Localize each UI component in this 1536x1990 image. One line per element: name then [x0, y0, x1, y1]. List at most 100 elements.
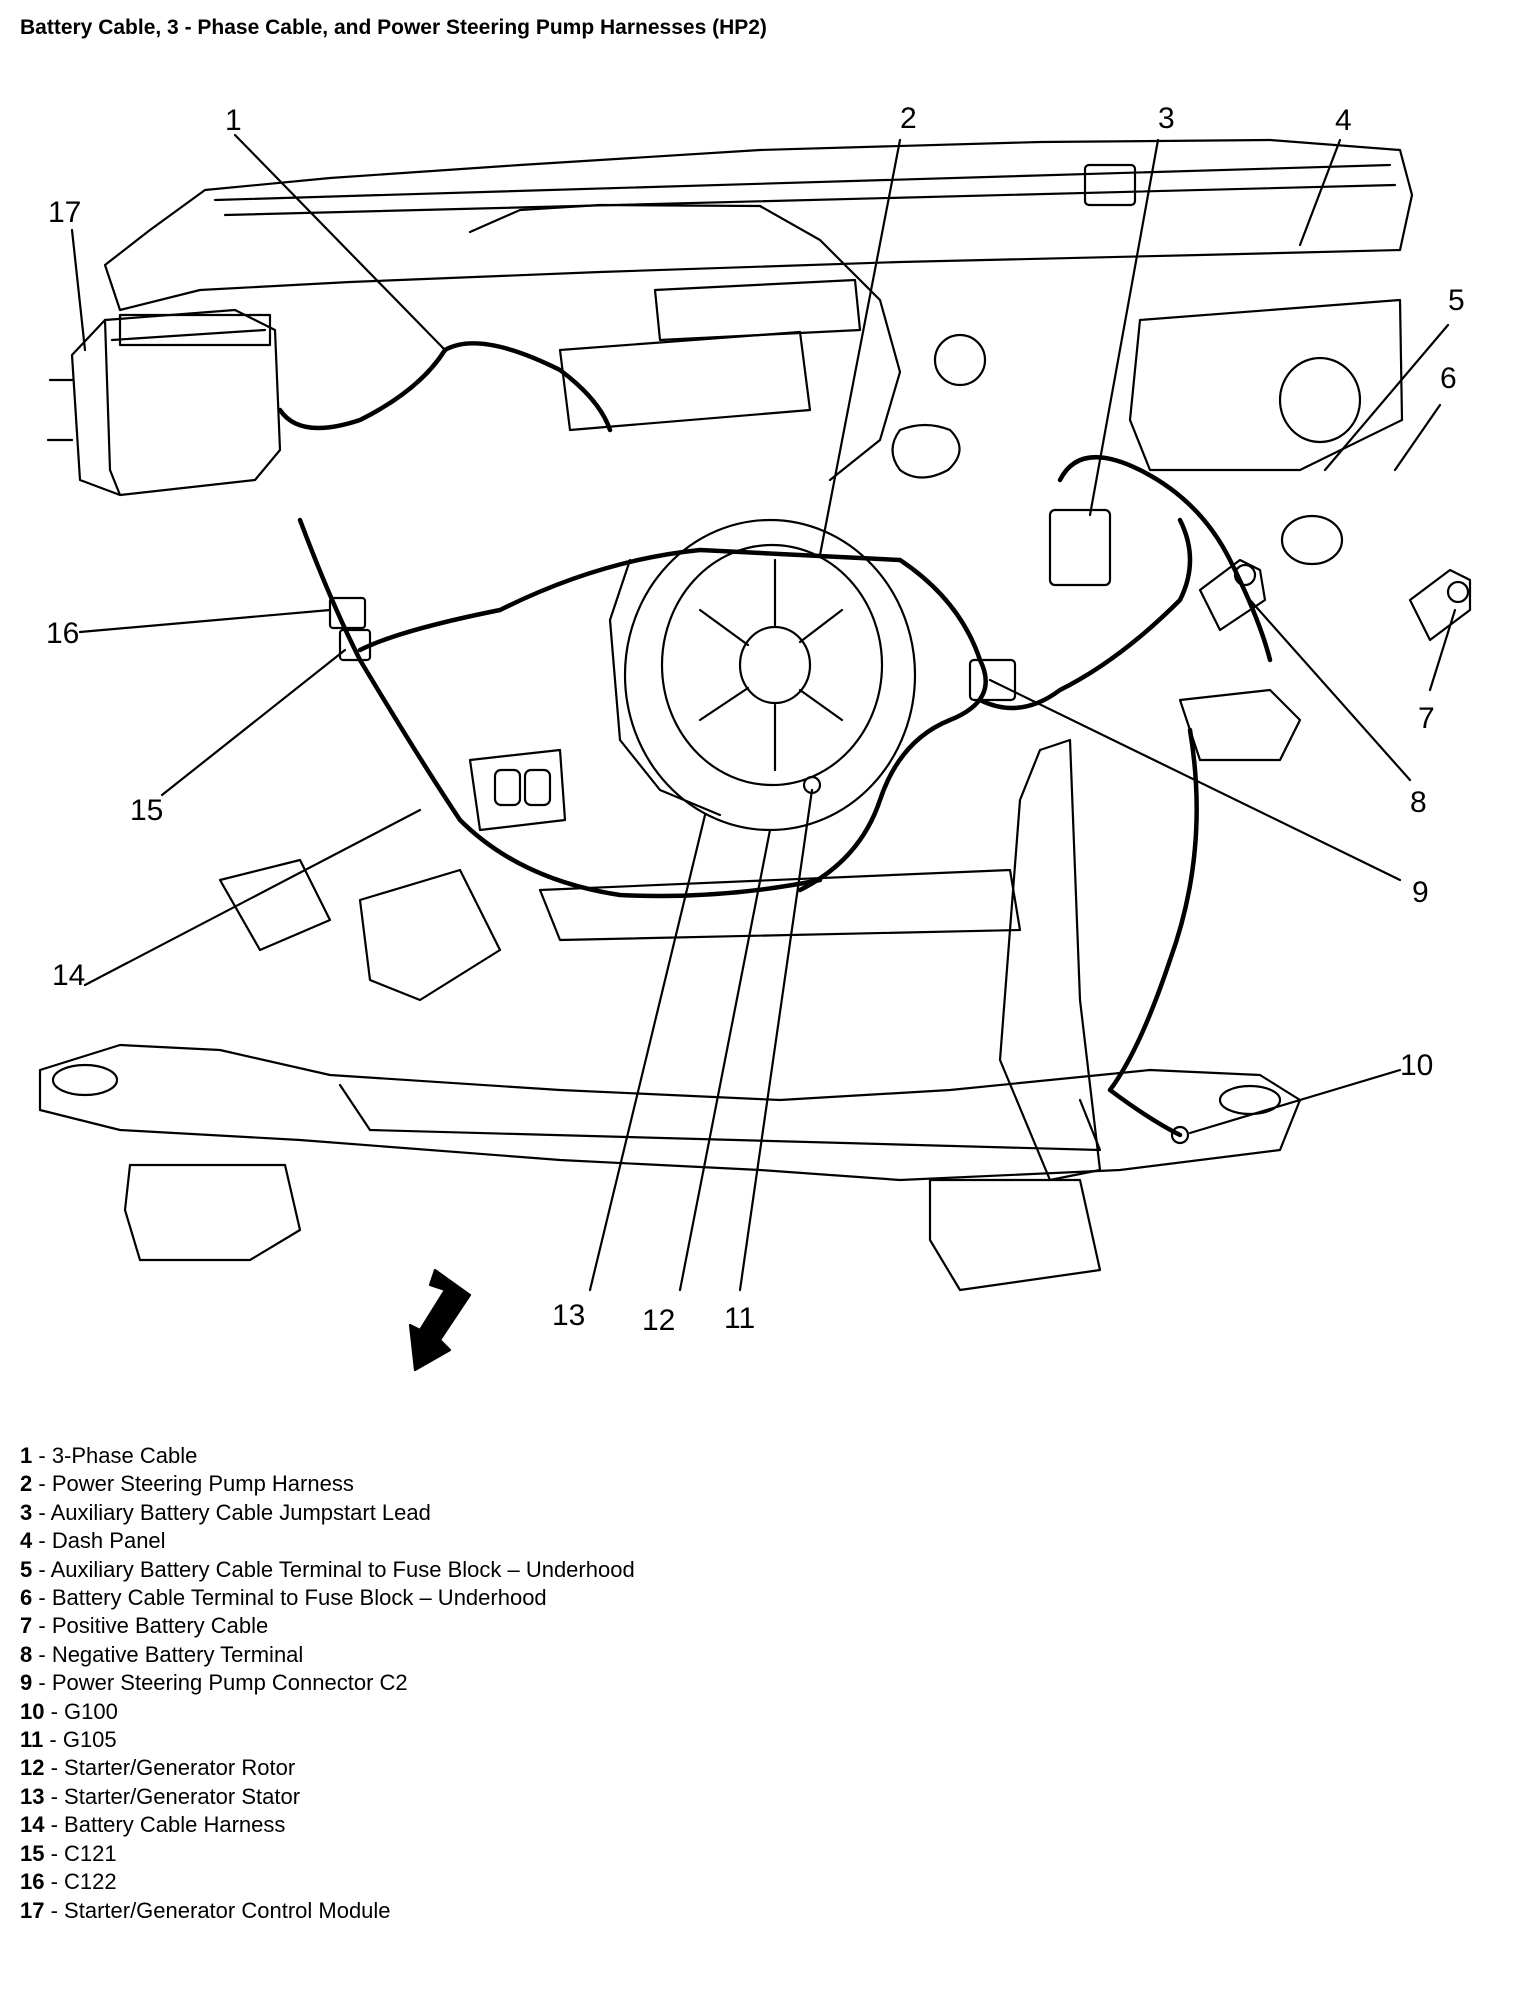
legend-number: 17: [20, 1897, 45, 1923]
legend-label: Power Steering Pump Harness: [51, 1471, 354, 1497]
legend-separator: -: [32, 1471, 52, 1497]
power-steering-pump-connector-c2: [968, 658, 1017, 702]
legend-separator: -: [32, 1443, 52, 1468]
callout-6: 6: [1440, 362, 1457, 395]
battery-cable-harness: [297, 517, 823, 899]
legend-separator: -: [32, 1585, 52, 1611]
callout-3: 3: [1158, 102, 1175, 135]
auxiliary-jumpstart-lead: [1057, 454, 1273, 663]
leader-10: [1188, 1068, 1402, 1135]
legend-label: Battery Cable Harness: [64, 1812, 286, 1838]
legend-separator: -: [32, 1670, 52, 1696]
connectors: [328, 508, 1472, 1145]
callout-4: 4: [1335, 104, 1352, 137]
legend-separator: -: [32, 1641, 52, 1667]
forward-direction-arrow: [408, 1268, 472, 1372]
legend-label: C121: [64, 1840, 117, 1866]
starter-generator-control-module: [46, 308, 282, 497]
legend-item: 5 - Auxiliary Battery Cable Terminal to …: [20, 1556, 635, 1584]
legend-separator: -: [44, 1755, 65, 1781]
legend-item: 13 - Starter/Generator Stator: [20, 1783, 635, 1811]
leader-7: [1428, 608, 1457, 692]
legend-label: Power Steering Pump Connector C2: [51, 1670, 408, 1696]
jumpstart-lead-terminal: [1048, 508, 1112, 587]
leader-1: [233, 133, 447, 352]
leader-16: [78, 608, 332, 634]
legend-separator: -: [32, 1556, 51, 1582]
legend-label: G105: [62, 1727, 117, 1753]
legend-label: Starter/Generator Rotor: [64, 1755, 296, 1781]
legend-label: G100: [64, 1698, 118, 1724]
positive-battery-terminal: [1408, 568, 1472, 642]
callout-leader-lines: [70, 133, 1457, 1292]
callout-12: 12: [642, 1304, 675, 1337]
negative-battery-terminal: [1198, 558, 1267, 632]
legend-number: 3: [20, 1499, 33, 1525]
legend-item: 3 - Auxiliary Battery Cable Jumpstart Le…: [20, 1499, 635, 1527]
legend-number: 4: [20, 1528, 33, 1554]
legend-separator: -: [32, 1613, 52, 1639]
legend-number: 5: [20, 1556, 33, 1582]
leader-12: [678, 828, 772, 1292]
legend-item: 2 - Power Steering Pump Harness: [20, 1470, 635, 1498]
legend-label: C122: [64, 1869, 117, 1895]
legend-separator: -: [44, 1897, 65, 1923]
callout-17: 17: [48, 196, 81, 229]
legend-label: 3-Phase Cable: [51, 1443, 198, 1468]
legend-item: 12 - Starter/Generator Rotor: [20, 1754, 635, 1782]
legend-item: 11 - G105: [20, 1726, 635, 1754]
legend-item: 15 - C121: [20, 1840, 635, 1868]
diagram-title: Battery Cable, 3 - Phase Cable, and Powe…: [20, 16, 767, 39]
legend-number: 14: [20, 1812, 45, 1838]
legend-separator: -: [44, 1869, 65, 1895]
legend-label: Negative Battery Terminal: [51, 1641, 304, 1667]
callout-1: 1: [225, 104, 242, 137]
legend-item: 6 - Battery Cable Terminal to Fuse Block…: [20, 1584, 635, 1612]
callout-13: 13: [552, 1299, 585, 1332]
connector-c122: [328, 596, 367, 630]
callout-9: 9: [1412, 876, 1429, 909]
callout-15: 15: [130, 794, 163, 827]
leader-5: [1323, 323, 1450, 472]
legend-number: 11: [20, 1727, 44, 1753]
callout-2: 2: [900, 102, 917, 135]
legend-item: 7 - Positive Battery Cable: [20, 1612, 635, 1640]
leader-2: [818, 138, 902, 557]
leader-3: [1088, 138, 1160, 517]
legend-separator: -: [44, 1840, 65, 1866]
legend-separator: -: [43, 1727, 63, 1753]
legend-separator: -: [32, 1499, 51, 1525]
connector-c121: [338, 628, 372, 662]
ground-cable-g100: [1107, 727, 1199, 1138]
legend-item: 4 - Dash Panel: [20, 1527, 635, 1555]
legend-item: 1 - 3-Phase Cable: [20, 1442, 635, 1470]
legend-label: Auxiliary Battery Cable Terminal to Fuse…: [50, 1556, 635, 1582]
callout-7: 7: [1418, 702, 1435, 735]
legend-number: 8: [20, 1641, 33, 1667]
legend-item: 8 - Negative Battery Terminal: [20, 1641, 635, 1669]
legend-label: Dash Panel: [51, 1528, 166, 1554]
legend-item: 14 - Battery Cable Harness: [20, 1811, 635, 1839]
legend-label: Battery Cable Terminal to Fuse Block – U…: [51, 1585, 547, 1611]
leader-14: [83, 808, 422, 987]
legend-number: 15: [20, 1840, 45, 1866]
engine-compartment-illustration: 1 2 3 4 5 6 7 8 9 10 11 12 13 14 15 16 1…: [38, 102, 1472, 1372]
legend-item: 9 - Power Steering Pump Connector C2: [20, 1669, 635, 1697]
leader-13: [588, 813, 707, 1292]
callout-14: 14: [52, 959, 85, 992]
legend-number: 2: [20, 1471, 33, 1497]
legend-number: 7: [20, 1613, 33, 1639]
legend-separator: -: [44, 1783, 65, 1809]
legend-label: Auxiliary Battery Cable Jumpstart Lead: [50, 1499, 431, 1525]
starter-generator-assembly: [608, 518, 917, 832]
positive-battery-cable: [977, 517, 1193, 711]
legend-number: 6: [20, 1585, 33, 1611]
legend-number: 13: [20, 1783, 45, 1809]
legend-number: 9: [20, 1670, 33, 1696]
callout-16: 16: [46, 617, 79, 650]
leader-4: [1298, 138, 1342, 247]
leader-15: [160, 648, 347, 797]
dash-panel: [103, 138, 1414, 566]
legend-separator: -: [32, 1528, 52, 1554]
